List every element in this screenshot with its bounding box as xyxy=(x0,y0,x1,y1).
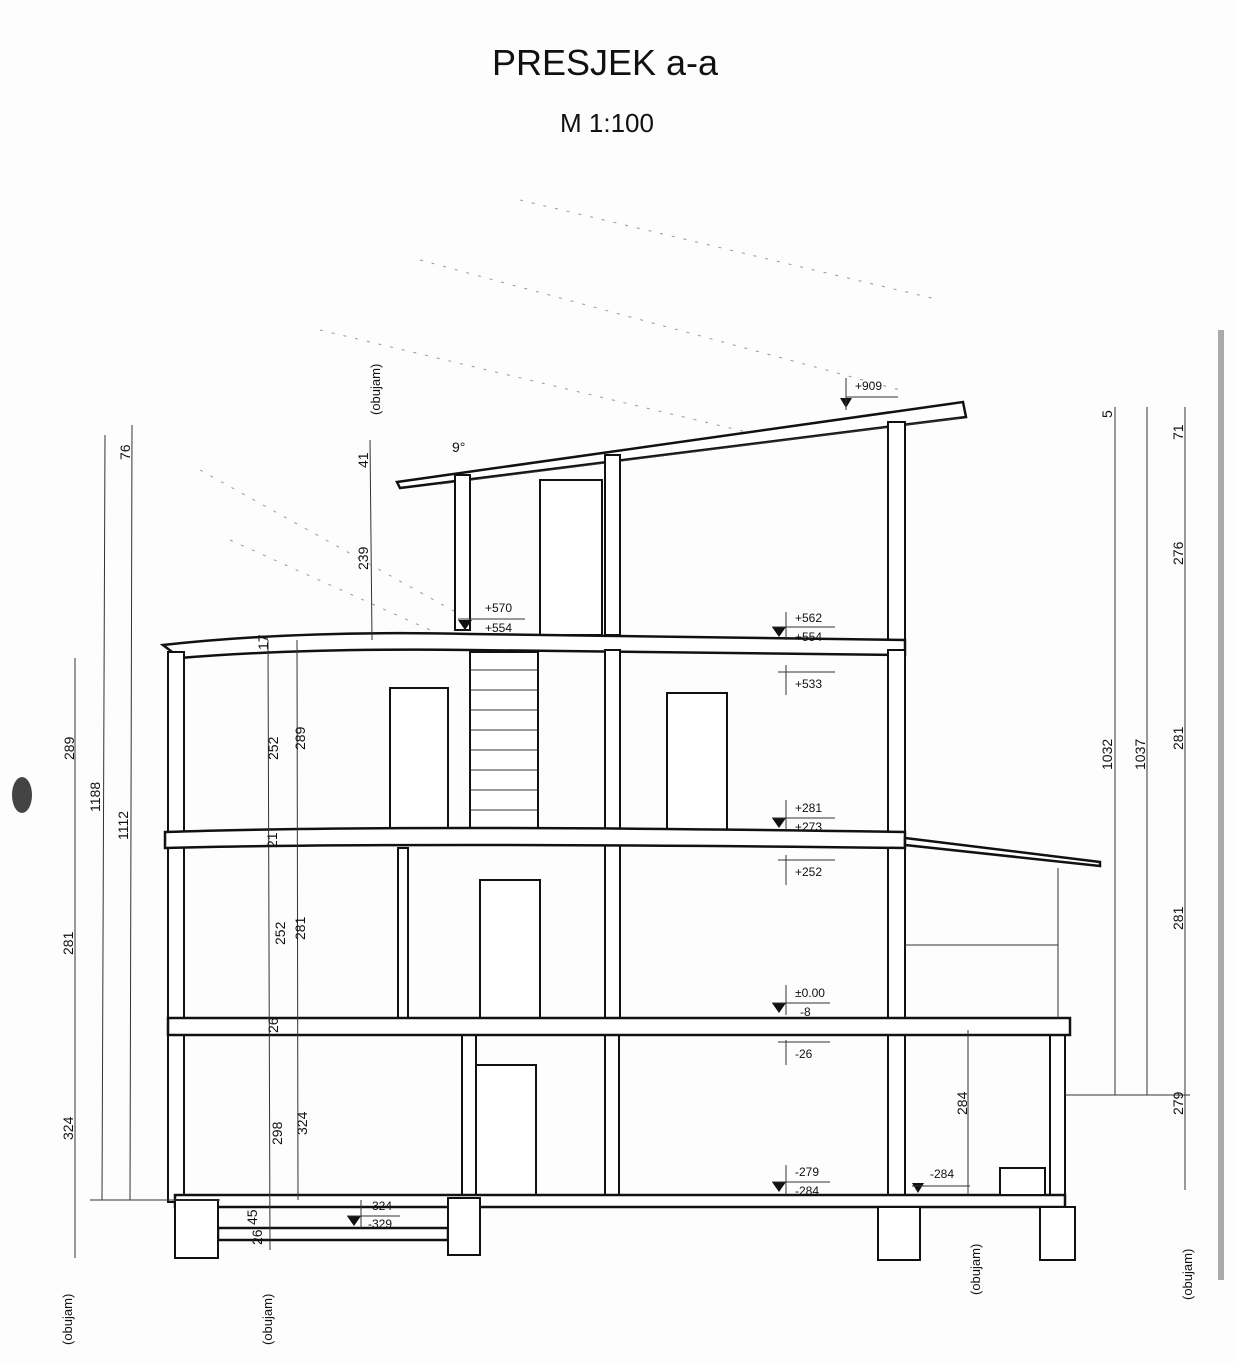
level-minus-284: -284 xyxy=(795,1184,819,1198)
dim-298: 298 xyxy=(269,1121,285,1145)
dimension-lines xyxy=(74,407,1190,1258)
level-minus-26: -26 xyxy=(795,1047,813,1061)
dim-26: 26 xyxy=(265,1017,281,1033)
dim-71: 71 xyxy=(1170,424,1186,440)
dim-1037: 1037 xyxy=(1132,739,1148,770)
dim-324-outer: 324 xyxy=(60,1116,76,1140)
level-554-terrace: +554 xyxy=(485,621,512,635)
dim-1188: 1188 xyxy=(87,782,103,812)
level-minus-8: -8 xyxy=(800,1005,811,1019)
foundations xyxy=(174,1197,1076,1261)
extension-canopy xyxy=(903,836,1102,1196)
dim-279: 279 xyxy=(1170,1091,1186,1115)
level-minus-329: -329 xyxy=(368,1217,392,1231)
dim-281-outer: 281 xyxy=(60,931,76,955)
volume-label-right: (obujam) xyxy=(1180,1249,1195,1300)
level-909: +909 xyxy=(855,379,882,393)
level-273: +273 xyxy=(795,820,822,834)
dim-281-mid: 281 xyxy=(1170,726,1186,750)
dim-281-low: 281 xyxy=(1170,906,1186,930)
dim-1032: 1032 xyxy=(1099,739,1115,770)
floor-slabs xyxy=(163,826,1072,1242)
terrain-hatching xyxy=(199,199,941,631)
left-dimensions: 289 1188 1112 76 281 324 xyxy=(60,444,133,1140)
dim-324-b: 324 xyxy=(294,1111,310,1135)
volume-label-right-foundation: (obujam) xyxy=(968,1244,983,1295)
dim-252-f2: 252 xyxy=(265,736,281,760)
staircase xyxy=(469,651,539,831)
level-554: +554 xyxy=(795,630,822,644)
dim-252-f1: 252 xyxy=(272,921,288,945)
level-minus-284-outside: -284 xyxy=(930,1167,954,1181)
level-markers: +909 +570 +554 +562 +554 +533 +281 +273 … xyxy=(347,378,970,1231)
volume-label-pit: (obujam) xyxy=(260,1294,275,1345)
level-570: +570 xyxy=(485,601,512,615)
inner-dimensions: 41 239 17 252 289 21 252 281 26 298 324 … xyxy=(244,439,970,1245)
level-0: ±0.00 xyxy=(795,986,825,1000)
dim-284: 284 xyxy=(954,1091,970,1115)
right-dimensions: 1032 1037 5 71 276 281 281 279 xyxy=(1099,410,1186,1115)
dim-289-f2: 289 xyxy=(292,726,308,750)
dim-5: 5 xyxy=(1099,410,1115,418)
dim-17: 17 xyxy=(255,634,271,650)
volume-labels: (obujam) (obujam) (obujam) (obujam) (obu… xyxy=(60,364,1195,1345)
dim-21: 21 xyxy=(264,832,280,848)
dim-276: 276 xyxy=(1170,541,1186,565)
volume-label-left: (obujam) xyxy=(60,1294,75,1345)
dim-26-pit: 26 xyxy=(249,1229,265,1245)
doors xyxy=(389,687,728,1201)
dim-76: 76 xyxy=(117,444,133,460)
drawing-title: PRESJEK a-a xyxy=(492,42,719,83)
dim-289-outer: 289 xyxy=(61,736,77,760)
level-minus-279: -279 xyxy=(795,1165,819,1179)
level-252: +252 xyxy=(795,865,822,879)
volume-label-top: (obujam) xyxy=(368,364,383,415)
roof-angle: 9° xyxy=(452,439,465,455)
scan-mark xyxy=(12,777,32,813)
door-top xyxy=(539,479,603,636)
level-281: +281 xyxy=(795,801,822,815)
scan-edge xyxy=(1218,330,1224,1280)
dim-41: 41 xyxy=(355,452,371,468)
dim-239: 239 xyxy=(355,546,371,570)
dim-1112: 1112 xyxy=(115,811,131,840)
dim-281-f1: 281 xyxy=(292,916,308,940)
level-533: +533 xyxy=(795,677,822,691)
dim-45: 45 xyxy=(244,1209,260,1225)
drawing-scale: M 1:100 xyxy=(560,108,654,138)
level-562: +562 xyxy=(795,611,822,625)
upper-roof xyxy=(395,400,968,648)
level-minus-324: -324 xyxy=(368,1199,392,1213)
